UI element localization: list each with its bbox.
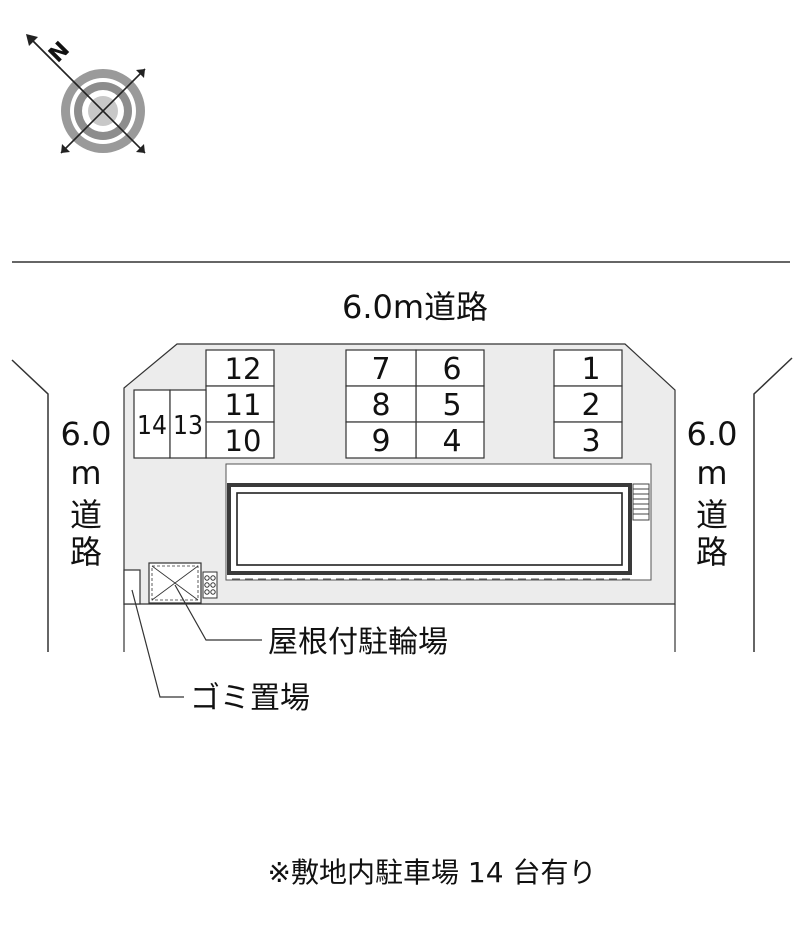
parking-space-14 [133,389,171,459]
garbage-area-label: ゴミ置場 [190,681,310,716]
svg-text:路: 路 [70,533,102,571]
building [225,463,652,581]
parking-space-13 [169,389,207,459]
svg-text:6.0: 6.0 [687,415,738,453]
stairs [632,483,650,521]
parking-number-2: 2 [581,388,600,423]
parking-spaces [133,349,623,459]
svg-text:6.0: 6.0 [61,415,112,453]
parking-number-4: 4 [442,424,461,459]
parking-space-7 [345,349,417,387]
bicycle-parking [148,562,218,604]
parking-space-9 [345,421,417,459]
parking-number-12: 12 [225,352,262,386]
parking-number-5: 5 [442,388,461,423]
parking-number-7: 7 [371,352,390,387]
bicycle-leader-line [174,584,262,641]
parking-number-8: 8 [371,388,390,423]
parking-number-1: 1 [581,352,600,387]
svg-text:m: m [70,454,101,492]
parking-space-12 [205,349,275,387]
parking-number-14: 14 [137,411,167,441]
left-road-edge [11,359,49,652]
garbage-area [123,569,141,605]
svg-text:道: 道 [696,496,728,534]
svg-text:道: 道 [70,496,102,534]
left-road-label: 6.0 m 道 路 [61,415,112,571]
bicycle-parking-label: 屋根付駐輪場 [268,625,448,660]
parking-space-8 [345,385,417,423]
north-label: N [44,37,75,68]
parking-number-6: 6 [442,352,461,387]
parking-number-3: 3 [581,424,600,459]
svg-text:m: m [696,454,727,492]
parking-space-5 [415,385,485,423]
parking-number-9: 9 [371,424,390,459]
parking-number-13: 13 [173,411,203,441]
parking-number-11: 11 [225,388,262,422]
right-road-edge [753,357,793,652]
compass-icon: N [26,34,146,154]
parking-number-10: 10 [225,424,262,458]
top-road-label: 6.0m道路 [342,288,488,326]
svg-text:路: 路 [696,533,728,571]
parking-space-11 [205,385,275,423]
garbage-leader-line [131,589,184,698]
right-road-label: 6.0 m 道 路 [687,415,738,571]
parking-space-2 [553,385,623,423]
parking-space-3 [553,421,623,459]
footnote: ※敷地内駐車場 14 台有り [268,856,597,889]
